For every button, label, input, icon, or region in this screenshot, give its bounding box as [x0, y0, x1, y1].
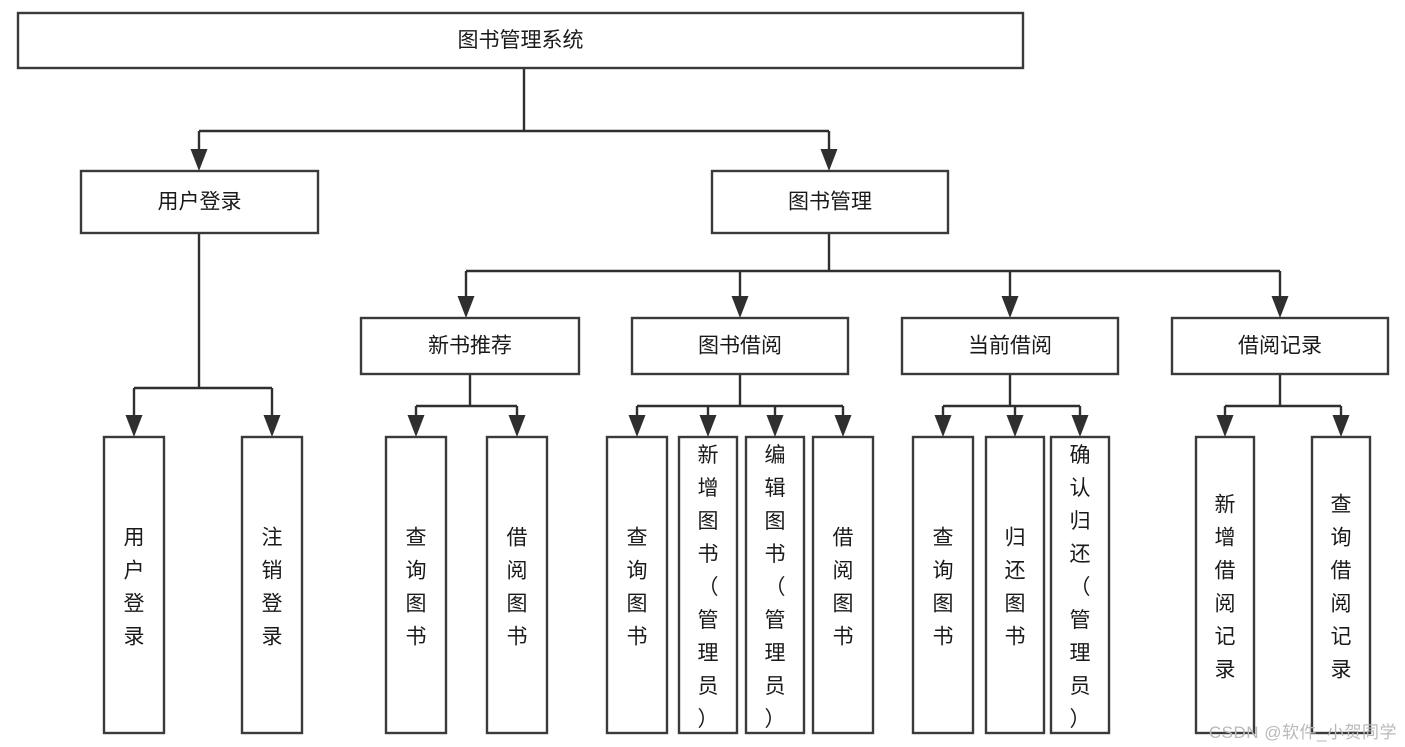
node-current-borrow[interactable]: 当前借阅 [900, 316, 1120, 376]
arrow-head-icon [1216, 415, 1234, 437]
node-leaf-query-book-current[interactable]: 查询图书 [911, 435, 975, 735]
node-leaf-borrow-book[interactable]: 借阅图书 [811, 435, 875, 735]
node-box-leaf-query-book-borrow[interactable] [605, 435, 669, 735]
node-box-user-login[interactable] [79, 169, 320, 235]
arrow-head-icon [820, 149, 838, 171]
connector-new-book-recommend [407, 374, 526, 437]
arrow-head-icon [457, 296, 475, 318]
node-box-leaf-query-book-current[interactable] [911, 435, 975, 735]
arrow-head-icon [1006, 415, 1024, 437]
node-leaf-edit-book[interactable]: 编辑图书（管理员） [744, 435, 806, 735]
node-label-leaf-query-book-borrow: 查询图书 [627, 527, 648, 649]
node-box-leaf-edit-book[interactable] [744, 435, 806, 735]
node-box-current-borrow[interactable] [900, 316, 1120, 376]
node-label-leaf-add-book: 新增图书（管理员） [698, 444, 719, 731]
node-box-leaf-query-record[interactable] [1310, 435, 1372, 735]
node-label-leaf-confirm-return: 确认归还（管理员） [1070, 444, 1091, 731]
node-box-leaf-return-book[interactable] [984, 435, 1046, 735]
connector-borrow-records [1216, 374, 1350, 437]
arrow-head-icon [699, 415, 717, 437]
arrow-head-icon [1001, 296, 1019, 318]
node-label-current-borrow: 当前借阅 [968, 335, 1052, 358]
node-label-leaf-edit-book: 编辑图书（管理员） [765, 444, 786, 731]
node-label-leaf-query-record: 查询借阅记录 [1331, 494, 1352, 682]
node-leaf-user-login[interactable]: 用户登录 [102, 435, 166, 735]
node-label-leaf-return-book: 归还图书 [1005, 527, 1026, 649]
node-leaf-logout[interactable]: 注销登录 [240, 435, 304, 735]
arrow-head-icon [766, 415, 784, 437]
node-label-root: 图书管理系统 [458, 29, 584, 52]
arrow-head-icon [508, 415, 526, 437]
node-label-leaf-user-login: 用户登录 [124, 527, 145, 649]
node-box-leaf-user-login[interactable] [102, 435, 166, 735]
node-leaf-query-book-rec[interactable]: 查询图书 [384, 435, 448, 735]
arrow-head-icon [731, 296, 749, 318]
node-box-book-borrow[interactable] [630, 316, 850, 376]
node-box-leaf-borrow-book-rec[interactable] [485, 435, 549, 735]
node-leaf-add-record[interactable]: 新增借阅记录 [1194, 435, 1256, 735]
arrow-head-icon [1071, 415, 1089, 437]
node-label-new-book-recommend: 新书推荐 [428, 335, 512, 358]
node-leaf-confirm-return[interactable]: 确认归还（管理员） [1049, 435, 1111, 735]
node-borrow-records[interactable]: 借阅记录 [1170, 316, 1390, 376]
node-book-borrow[interactable]: 图书借阅 [630, 316, 850, 376]
node-leaf-return-book[interactable]: 归还图书 [984, 435, 1046, 735]
arrow-head-icon [190, 149, 208, 171]
node-label-leaf-borrow-book: 借阅图书 [833, 527, 854, 649]
node-label-leaf-borrow-book-rec: 借阅图书 [507, 527, 528, 649]
node-leaf-query-record[interactable]: 查询借阅记录 [1310, 435, 1372, 735]
connector-user-login [125, 233, 281, 437]
node-label-leaf-logout: 注销登录 [262, 527, 283, 649]
connector-current-borrow [934, 374, 1089, 437]
node-leaf-query-book-borrow[interactable]: 查询图书 [605, 435, 669, 735]
node-root[interactable]: 图书管理系统 [16, 11, 1025, 70]
node-label-leaf-query-book-rec: 查询图书 [406, 527, 427, 649]
node-user-login[interactable]: 用户登录 [79, 169, 320, 235]
node-label-book-borrow: 图书借阅 [698, 335, 782, 358]
node-label-leaf-query-book-current: 查询图书 [933, 527, 954, 649]
node-box-borrow-records[interactable] [1170, 316, 1390, 376]
node-box-root[interactable] [16, 11, 1025, 70]
node-label-book-management: 图书管理 [788, 191, 872, 214]
connector-book-management [457, 233, 1289, 318]
node-box-leaf-confirm-return[interactable] [1049, 435, 1111, 735]
node-leaf-borrow-book-rec[interactable]: 借阅图书 [485, 435, 549, 735]
node-book-management[interactable]: 图书管理 [710, 169, 950, 235]
connector-book-borrow [628, 374, 852, 437]
node-layer: 图书管理系统用户登录图书管理新书推荐图书借阅当前借阅借阅记录用户登录注销登录查询… [16, 11, 1390, 735]
arrow-head-icon [934, 415, 952, 437]
arrow-head-icon [834, 415, 852, 437]
connector-layer [125, 68, 1350, 437]
arrow-head-icon [407, 415, 425, 437]
arrow-head-icon [125, 415, 143, 437]
node-new-book-recommend[interactable]: 新书推荐 [359, 316, 581, 376]
node-box-leaf-borrow-book[interactable] [811, 435, 875, 735]
node-label-leaf-add-record: 新增借阅记录 [1215, 494, 1236, 682]
node-box-leaf-add-record[interactable] [1194, 435, 1256, 735]
node-box-leaf-add-book[interactable] [677, 435, 739, 735]
arrow-head-icon [263, 415, 281, 437]
node-box-leaf-logout[interactable] [240, 435, 304, 735]
node-box-leaf-query-book-rec[interactable] [384, 435, 448, 735]
node-label-user-login: 用户登录 [158, 191, 242, 214]
node-box-new-book-recommend[interactable] [359, 316, 581, 376]
node-box-book-management[interactable] [710, 169, 950, 235]
arrow-head-icon [1332, 415, 1350, 437]
connector-root [190, 68, 838, 171]
node-label-borrow-records: 借阅记录 [1238, 335, 1322, 358]
arrow-head-icon [628, 415, 646, 437]
node-leaf-add-book[interactable]: 新增图书（管理员） [677, 435, 739, 735]
arrow-head-icon [1271, 296, 1289, 318]
